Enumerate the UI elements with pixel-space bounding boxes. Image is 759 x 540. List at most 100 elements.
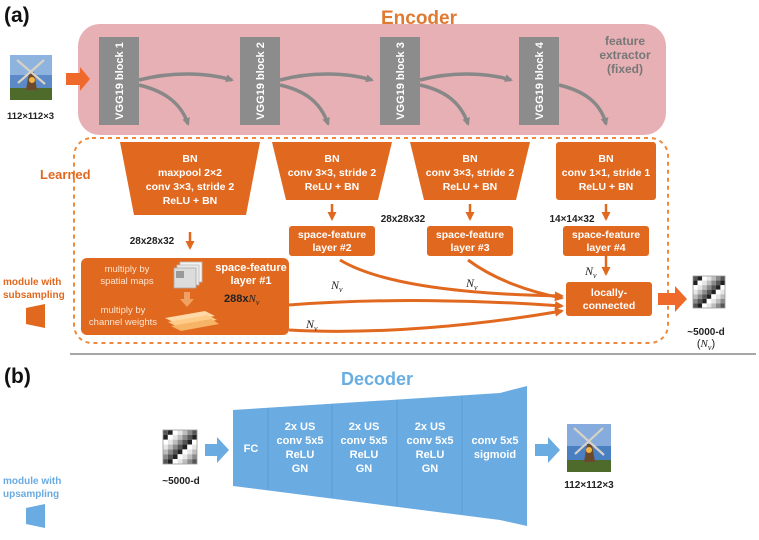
grid-cell: [697, 285, 703, 290]
decoder-layer-3-line-3: ReLU: [350, 449, 379, 461]
grid-cell: [177, 439, 183, 445]
decoder-dividers: [267, 396, 463, 514]
output-arrow: [658, 286, 687, 312]
grid-cell: [187, 444, 193, 450]
decoder-layer-2-line-4: GN: [292, 463, 309, 475]
grid-cell: [182, 449, 188, 455]
grid-border: [692, 275, 726, 309]
grid-cell: [172, 430, 178, 435]
decoder-layer-5-line-2: sigmoid: [474, 449, 516, 461]
sf1-multiply-spatial-1: multiply by: [105, 264, 150, 275]
locally-connected-block: locally- connected: [566, 282, 652, 316]
grid-cell: [697, 294, 703, 299]
grid-cell: [706, 303, 712, 308]
grid-cell: [693, 303, 698, 308]
grid-cell: [167, 454, 173, 460]
grid-cell: [715, 289, 721, 295]
grid-cell: [163, 434, 168, 440]
panel-a-label: (a): [4, 4, 30, 27]
bn-block-4-line-3: ReLU + BN: [579, 181, 634, 193]
grid-cell: [720, 280, 725, 286]
decoder-input-grid: [162, 429, 198, 465]
input-image-caption: 112×112×3: [7, 111, 54, 122]
grid-cell: [697, 298, 703, 304]
grid-cell: [715, 298, 721, 304]
grid-cell: [192, 439, 197, 445]
grid-cell: [177, 454, 183, 460]
grid-cell: [172, 449, 178, 455]
grid-cell: [177, 459, 183, 464]
grid-cell: [167, 449, 173, 455]
decoder-layer-4-line-3: ReLU: [416, 449, 445, 461]
grid-cell: [163, 444, 168, 450]
module-subsampling-icon: [26, 304, 45, 328]
vgg-block-2-label: VGG19 block 2: [255, 42, 267, 120]
grid-cell: [182, 454, 188, 460]
module-subsampling-label-1: module with: [3, 277, 61, 288]
sf1-inner-arrow: [180, 292, 194, 307]
sf1-multiply-channel-2: channel weights: [89, 317, 157, 328]
vgg-block-2: VGG19 block 2: [240, 37, 280, 125]
module-upsampling-icon: [26, 504, 45, 528]
grid-cell: [163, 454, 168, 460]
vgg-block-4-label: VGG19 block 4: [534, 41, 546, 120]
learned-label: Learned: [40, 167, 91, 182]
decoder-layer-3-line-2: conv 5x5: [340, 435, 387, 447]
bn-block-2-line-3: ReLU + BN: [305, 181, 360, 193]
bn-block-2: BN conv 3×3, stride 2 ReLU + BN: [272, 142, 392, 200]
bn-block-4: BN conv 1×1, stride 1 ReLU + BN: [556, 142, 656, 200]
grid-cell: [706, 280, 712, 286]
bn-block-1: BN maxpool 2×2 conv 3×3, stride 2 ReLU +…: [120, 142, 260, 215]
decoder-fc-label: FC: [244, 443, 259, 455]
grid-cell: [711, 303, 716, 308]
decoder-layer-4: 2x US conv 5x5 ReLU GN: [406, 421, 453, 475]
grid-cell: [177, 444, 183, 450]
grid-cell: [182, 459, 188, 464]
grid-cell: [706, 298, 712, 304]
panel-b-label: (b): [4, 365, 31, 388]
grid-cell: [163, 459, 168, 464]
grid-cell: [706, 276, 712, 281]
grid-cell: [192, 459, 197, 464]
grid-cell: [192, 449, 197, 455]
module-subsampling-label-2: subsampling: [3, 290, 65, 301]
decoder-body: [233, 386, 527, 526]
space-feature-layer-2: space-feature layer #2: [289, 226, 375, 256]
encoder-title: Encoder: [381, 8, 458, 29]
bn-block-3-line-3: ReLU + BN: [443, 181, 498, 193]
grid-cell: [720, 285, 725, 290]
grid-cell: [720, 294, 725, 299]
decoder-input-caption: ~5000-d: [162, 476, 200, 487]
grid-cell: [182, 434, 188, 440]
nv-label-1: Nv: [330, 278, 343, 294]
feature-extractor-label-3: (fixed): [607, 62, 643, 76]
decoder-output-image: [567, 424, 611, 472]
module-upsampling-label-2: upsampling: [3, 489, 59, 500]
grid-cell: [177, 430, 183, 435]
grid-cell: [711, 280, 716, 286]
grid-cell: [163, 439, 168, 445]
sf1-title-1: space-feature: [215, 262, 287, 274]
bn-block-1-line-1: BN: [182, 153, 197, 165]
module-upsampling-label-1: module with: [3, 476, 61, 487]
grid-cell: [172, 444, 178, 450]
bn-block-3: BN conv 3×3, stride 2 ReLU + BN: [410, 142, 530, 200]
grid-cell: [711, 289, 716, 295]
grid-cell: [187, 434, 193, 440]
grid-cell: [711, 276, 716, 281]
grid-cell: [192, 444, 197, 450]
decoder-layer-2: 2x US conv 5x5 ReLU GN: [276, 421, 323, 475]
grid-cell: [192, 430, 197, 435]
grid-border: [162, 429, 198, 465]
locally-connected-line-2: connected: [583, 300, 636, 312]
grid-cell: [715, 294, 721, 299]
dims-1: 28x28x32: [130, 236, 175, 247]
decoder-input-arrow: [205, 437, 229, 463]
grid-cell: [706, 289, 712, 295]
grid-cell: [702, 298, 707, 304]
grid-cell: [697, 280, 703, 286]
grid-cell: [182, 439, 188, 445]
sf4-line-2: layer #4: [586, 242, 625, 254]
nv-label-3: Nv: [584, 264, 597, 280]
